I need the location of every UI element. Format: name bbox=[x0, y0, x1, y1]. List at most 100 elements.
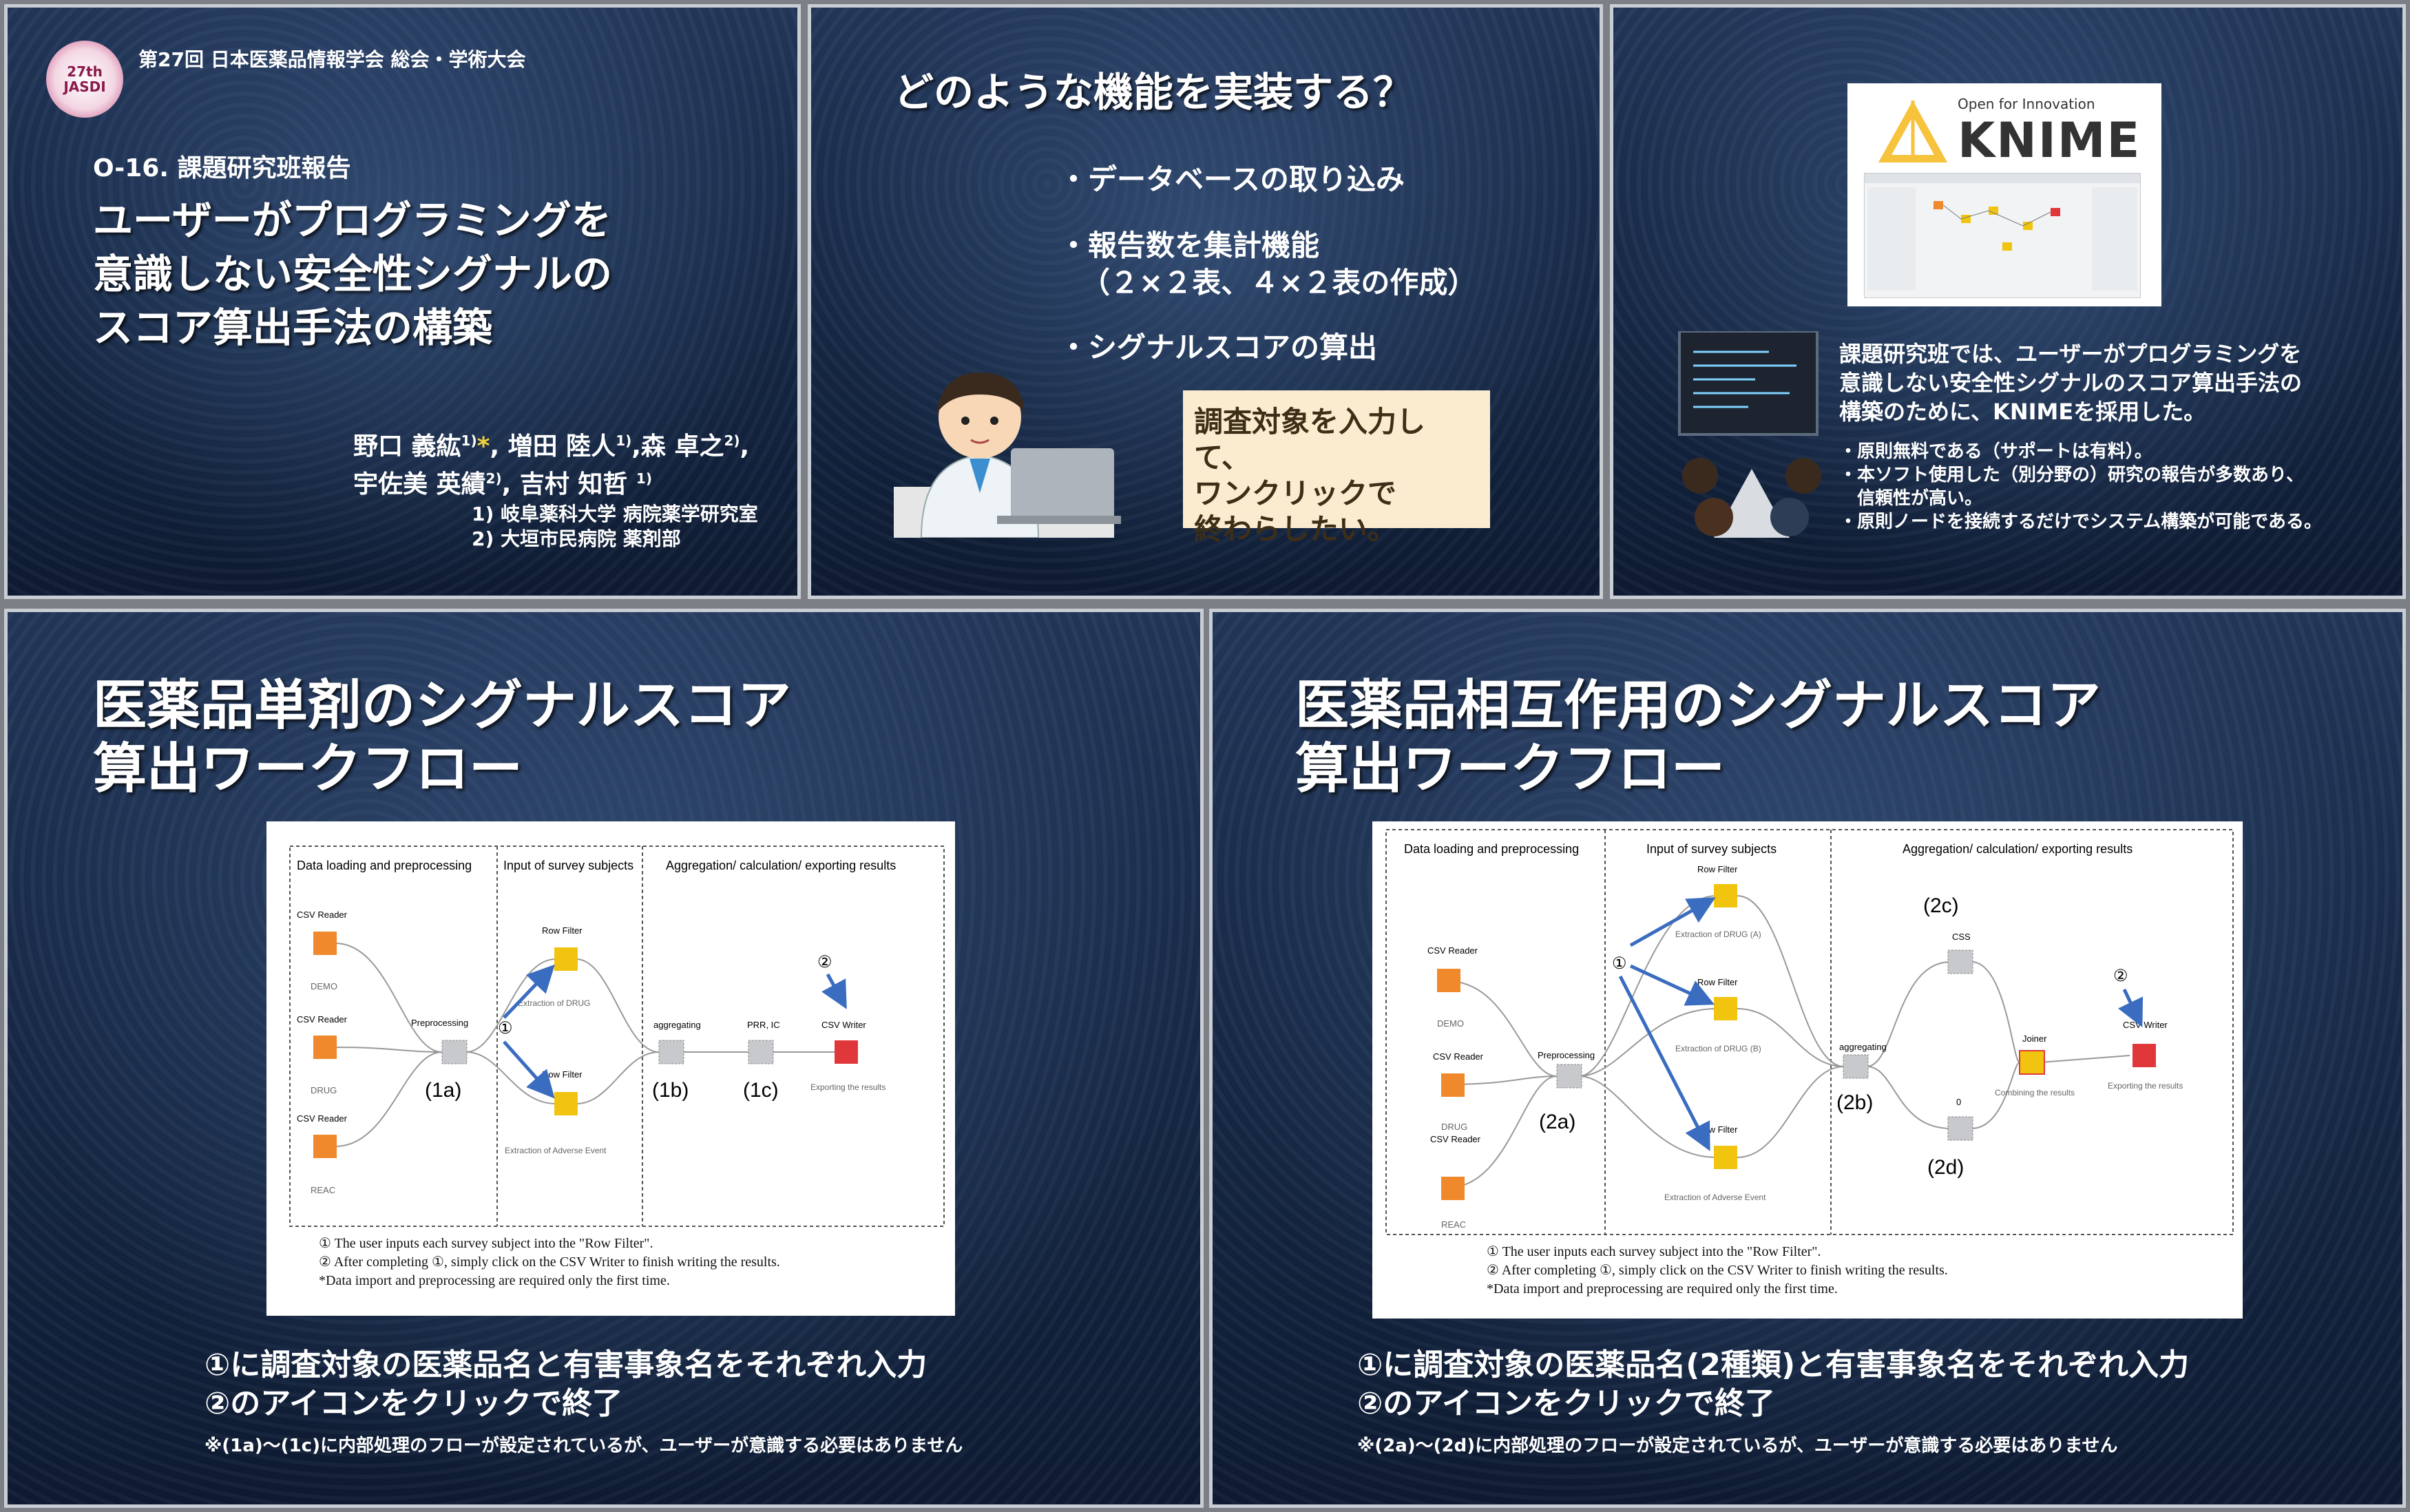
node-label: aggregating bbox=[1839, 1042, 1887, 1052]
session-label: O-16. 課題研究班報告 bbox=[93, 154, 351, 182]
node-label: PRR, IC bbox=[747, 1020, 780, 1030]
note-line: *Data import and preprocessing are requi… bbox=[1487, 1281, 1838, 1296]
heading-line: 算出ワークフロー bbox=[93, 738, 523, 800]
metanode-zero[interactable] bbox=[1947, 1116, 1973, 1141]
note-line: ① The user inputs each survey subject in… bbox=[1487, 1244, 1821, 1259]
reason-item: ・本ソフト使用した（別分野の）研究の報告が多数あり、 bbox=[1839, 465, 2304, 485]
author-name: ,森 卓之 bbox=[631, 432, 724, 461]
row-filter-node[interactable] bbox=[1714, 1146, 1737, 1169]
marker-circle-2: ② bbox=[817, 953, 832, 972]
heading-line: 医薬品相互作用のシグナルスコア bbox=[1295, 675, 2102, 737]
slide-question: どのような機能を実装する？ bbox=[894, 69, 1414, 116]
section-label: Input of survey subjects bbox=[1646, 842, 1777, 856]
instruction-line: ①に調査対象の医薬品名(2種類)と有害事象名をそれぞれ入力 bbox=[1357, 1347, 2190, 1383]
csv-reader-node[interactable] bbox=[313, 1036, 337, 1059]
metanode-css[interactable] bbox=[1947, 949, 1973, 974]
instruction-line: ②のアイコンをクリックで終了 bbox=[205, 1386, 623, 1421]
knime-screenshot bbox=[1864, 173, 2141, 298]
title-line: スコア算出手法の構築 bbox=[93, 304, 493, 351]
metanode-prr-ic[interactable] bbox=[748, 1040, 774, 1064]
heading-line: 算出ワークフロー bbox=[1295, 738, 1726, 800]
affiliation: 1) 岐阜薬科大学 病院薬学研究室 bbox=[472, 503, 758, 525]
marker-label: (1c) bbox=[743, 1079, 779, 1102]
knime-logo-card: Open for Innovation KNIME bbox=[1847, 83, 2161, 306]
section-label: Aggregation/ calculation/ exporting resu… bbox=[666, 859, 896, 872]
row-filter-node[interactable] bbox=[1714, 884, 1737, 907]
reason-item: 信頼性が高い。 bbox=[1839, 488, 1983, 509]
note-line: ① The user inputs each survey subject in… bbox=[319, 1236, 653, 1251]
instruction-line: ①に調査対象の医薬品名と有害事象名をそれぞれ入力 bbox=[205, 1347, 928, 1383]
marker-label: (2d) bbox=[1927, 1156, 1964, 1179]
author-sup: 1) bbox=[636, 470, 652, 487]
marker-label: (1a) bbox=[425, 1079, 461, 1102]
node-caption: DRUG bbox=[311, 1085, 337, 1095]
workflow-notes: ① The user inputs each survey subject in… bbox=[319, 1235, 780, 1290]
author-sup: 2) bbox=[485, 470, 502, 487]
bullet-item: ・データベースの取り込み bbox=[1059, 162, 1405, 196]
marker-label: (2b) bbox=[1836, 1091, 1873, 1114]
marker-label: (2a) bbox=[1539, 1111, 1575, 1133]
csv-reader-node[interactable] bbox=[1441, 1177, 1465, 1200]
csv-reader-node[interactable] bbox=[313, 1135, 337, 1158]
workflow-diagram: Data loading and preprocessing Input of … bbox=[266, 821, 955, 1316]
author-name: , 吉村 知哲 bbox=[501, 470, 628, 498]
node-label: CSV Reader bbox=[297, 1014, 348, 1025]
node-label: Row Filter bbox=[1697, 864, 1738, 874]
metanode-preprocessing[interactable] bbox=[441, 1040, 468, 1064]
node-label: Row Filter bbox=[542, 925, 583, 936]
workflow-frame bbox=[289, 846, 945, 1227]
csv-writer-node[interactable] bbox=[835, 1040, 858, 1064]
joiner-node[interactable] bbox=[2019, 1050, 2045, 1075]
author-sup: 1) bbox=[461, 432, 477, 449]
node-caption: Extraction of DRUG (B) bbox=[1675, 1044, 1761, 1053]
section-label: Aggregation/ calculation/ exporting resu… bbox=[1903, 842, 2133, 856]
row-filter-node[interactable] bbox=[1714, 997, 1737, 1020]
node-label: CSV Reader bbox=[1430, 1134, 1481, 1144]
row-filter-node[interactable] bbox=[554, 947, 578, 971]
knime-tagline: Open for Innovation bbox=[1958, 96, 2095, 112]
node-caption: Extraction of DRUG bbox=[518, 998, 590, 1008]
csv-writer-node[interactable] bbox=[2133, 1044, 2156, 1067]
row-filter-node[interactable] bbox=[554, 1092, 578, 1115]
knime-screenshot-graphic bbox=[1865, 174, 2140, 291]
section-label: Data loading and preprocessing bbox=[1404, 842, 1579, 856]
instructions: ①に調査対象の医薬品名と有害事象名をそれぞれ入力 ②のアイコンをクリックで終了 bbox=[205, 1346, 927, 1423]
authors-line-1: 野口 義紘1)*, 増田 陸人1),森 卓之2), bbox=[353, 432, 750, 461]
affiliations: 1) 岐阜薬科大学 病院薬学研究室 2) 大垣市民病院 薬剤部 bbox=[472, 502, 758, 552]
csv-reader-node[interactable] bbox=[1441, 1073, 1465, 1097]
authors-line-2: 宇佐美 英績2), 吉村 知哲 1) bbox=[353, 463, 749, 501]
node-caption: REAC bbox=[1441, 1219, 1466, 1230]
section-label: Data loading and preprocessing bbox=[297, 859, 472, 872]
node-label: CSV Reader bbox=[297, 910, 348, 920]
callout-box: 調査対象を入力して、 ワンクリックで 終わらしたい。 bbox=[1183, 390, 1490, 546]
node-caption: DEMO bbox=[311, 981, 337, 991]
knime-description: 課題研究班では、ユーザーがプログラミングを 意識しない安全性シグナルのスコア算出… bbox=[1839, 339, 2390, 426]
callout-line: 終わらしたい。 bbox=[1194, 512, 1397, 546]
node-label: CSV Reader bbox=[297, 1113, 348, 1124]
section-label: Input of survey subjects bbox=[503, 859, 633, 872]
node-label: Row Filter bbox=[1697, 1124, 1738, 1135]
node-caption: DEMO bbox=[1437, 1018, 1464, 1029]
marker-label: (2c) bbox=[1923, 894, 1959, 917]
author-name: , 増田 陸人 bbox=[490, 432, 616, 461]
team-at-computer-illustration bbox=[1678, 331, 1821, 538]
author-sup: 2) bbox=[724, 432, 740, 449]
node-caption: REAC bbox=[311, 1185, 335, 1195]
node-caption: Extraction of Adverse Event bbox=[1664, 1193, 1766, 1202]
callout-line: 調査対象を入力して、 bbox=[1194, 405, 1426, 474]
csv-reader-node[interactable] bbox=[313, 932, 337, 955]
workflow-graph: Data loading and preprocessing Input of … bbox=[1385, 829, 2234, 1235]
corresponding-star: * bbox=[476, 432, 490, 461]
metanode-aggregating[interactable] bbox=[1843, 1054, 1869, 1079]
node-label: CSV Reader bbox=[1433, 1051, 1484, 1062]
knime-reasons-list: ・原則無料である（サポートは有料）。 ・本ソフト使用した（別分野の）研究の報告が… bbox=[1839, 440, 2397, 534]
metanode-aggregating[interactable] bbox=[658, 1040, 684, 1064]
csv-reader-node[interactable] bbox=[1437, 969, 1460, 992]
metanode-preprocessing[interactable] bbox=[1556, 1064, 1582, 1089]
slide-interaction-workflow: 医薬品相互作用のシグナルスコア 算出ワークフロー Data loading an… bbox=[1209, 609, 2406, 1508]
footnote: ※(1a)～(1c)に内部処理のフローが設定されているが、ユーザーが意識する必要… bbox=[205, 1436, 963, 1456]
node-caption: Exporting the results bbox=[810, 1082, 886, 1092]
reason-item: ・原則無料である（サポートは有料）。 bbox=[1839, 441, 2152, 462]
node-label: CSV Writer bbox=[2123, 1020, 2168, 1030]
node-label: aggregating bbox=[653, 1020, 701, 1030]
